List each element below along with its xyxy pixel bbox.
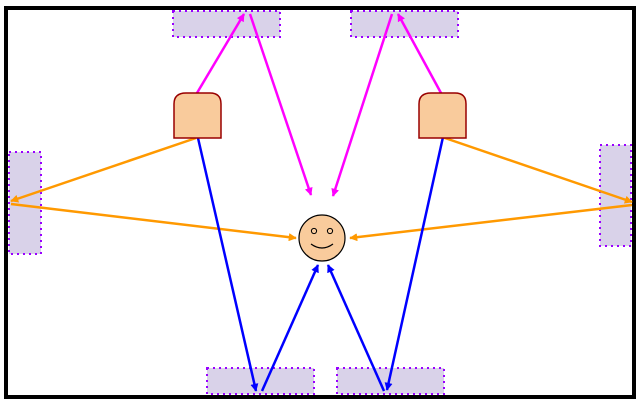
panel-left bbox=[8, 151, 42, 255]
listener-left-eye bbox=[310, 227, 318, 235]
path-bottom-left-panel-to-listener bbox=[260, 264, 320, 392]
path-left-speaker-to-left-panel bbox=[10, 136, 197, 203]
smiley-face-icon bbox=[298, 214, 346, 262]
panel-top-left bbox=[172, 10, 281, 38]
listener-right-eye bbox=[326, 227, 334, 235]
speaker-right bbox=[418, 92, 467, 139]
path-right-speaker-to-right-panel bbox=[441, 135, 633, 204]
path-right-speaker-to-top-right-panel bbox=[396, 13, 443, 94]
path-right-speaker-to-bottom-right-panel bbox=[384, 136, 445, 391]
panel-bottom-left bbox=[206, 367, 315, 395]
path-left-speaker-to-bottom-left-panel bbox=[196, 137, 259, 392]
speaker-left bbox=[173, 92, 222, 139]
path-left-speaker-to-top-left-panel bbox=[195, 13, 246, 94]
path-left-panel-to-listener bbox=[10, 202, 297, 242]
room-frame bbox=[4, 6, 636, 399]
path-top-left-panel-to-listener bbox=[248, 13, 313, 196]
listener-mouth bbox=[310, 243, 334, 249]
path-bottom-right-panel-to-listener bbox=[326, 264, 386, 392]
path-right-panel-to-listener bbox=[349, 203, 633, 242]
listener-head bbox=[298, 214, 346, 262]
path-top-right-panel-to-listener bbox=[331, 13, 394, 197]
